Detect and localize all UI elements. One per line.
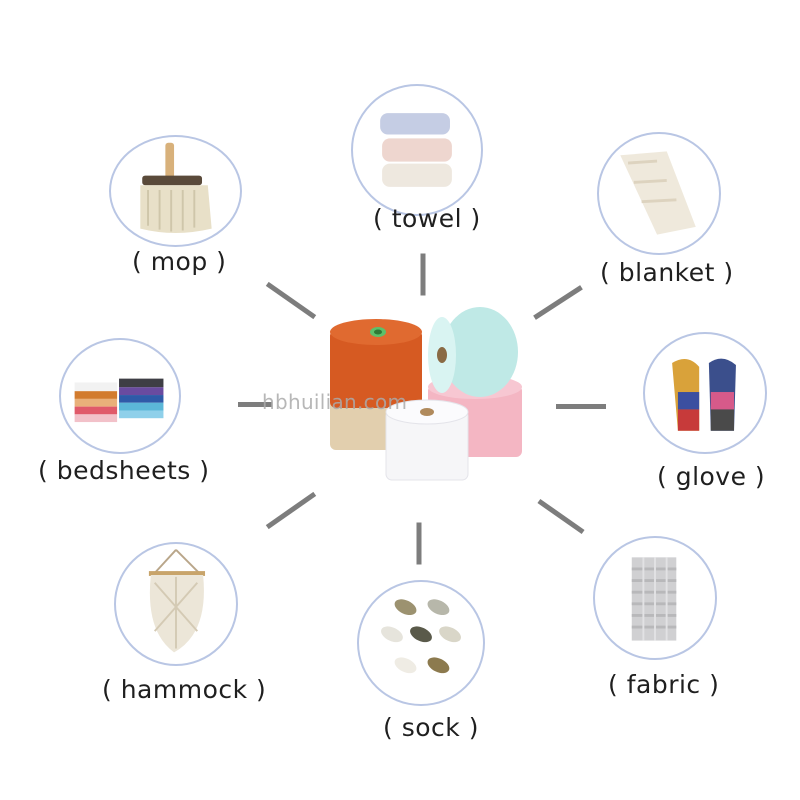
spoke-sock [416, 522, 422, 565]
bedsheets-label: ( bedsheets ) [38, 456, 210, 485]
glove-image [643, 332, 767, 454]
spoke-fabric [537, 498, 585, 535]
spoke-blanket [533, 285, 583, 320]
sock-image [357, 580, 485, 706]
sock-label: ( sock ) [383, 713, 479, 742]
towel-label: ( towel ) [373, 204, 481, 233]
spoke-mop [265, 281, 317, 320]
blanket-label: ( blanket ) [600, 258, 734, 287]
fabric-label: ( fabric ) [608, 670, 720, 699]
glove-label: ( glove ) [657, 462, 766, 491]
blanket-image [597, 132, 721, 255]
hammock-image [114, 542, 238, 666]
spoke-glove [556, 404, 606, 409]
hammock-label: ( hammock ) [102, 675, 267, 704]
bedsheets-image [59, 338, 181, 454]
spoke-bedsheets [238, 402, 272, 407]
yarn-cones-image [320, 300, 530, 490]
mop-image [109, 135, 242, 247]
spoke-towel [420, 253, 426, 296]
towel-image [351, 84, 483, 216]
mop-label: ( mop ) [132, 247, 227, 276]
spoke-hammock [265, 491, 317, 530]
watermark: hbhuilian.com [262, 390, 408, 414]
fabric-image [593, 536, 717, 660]
